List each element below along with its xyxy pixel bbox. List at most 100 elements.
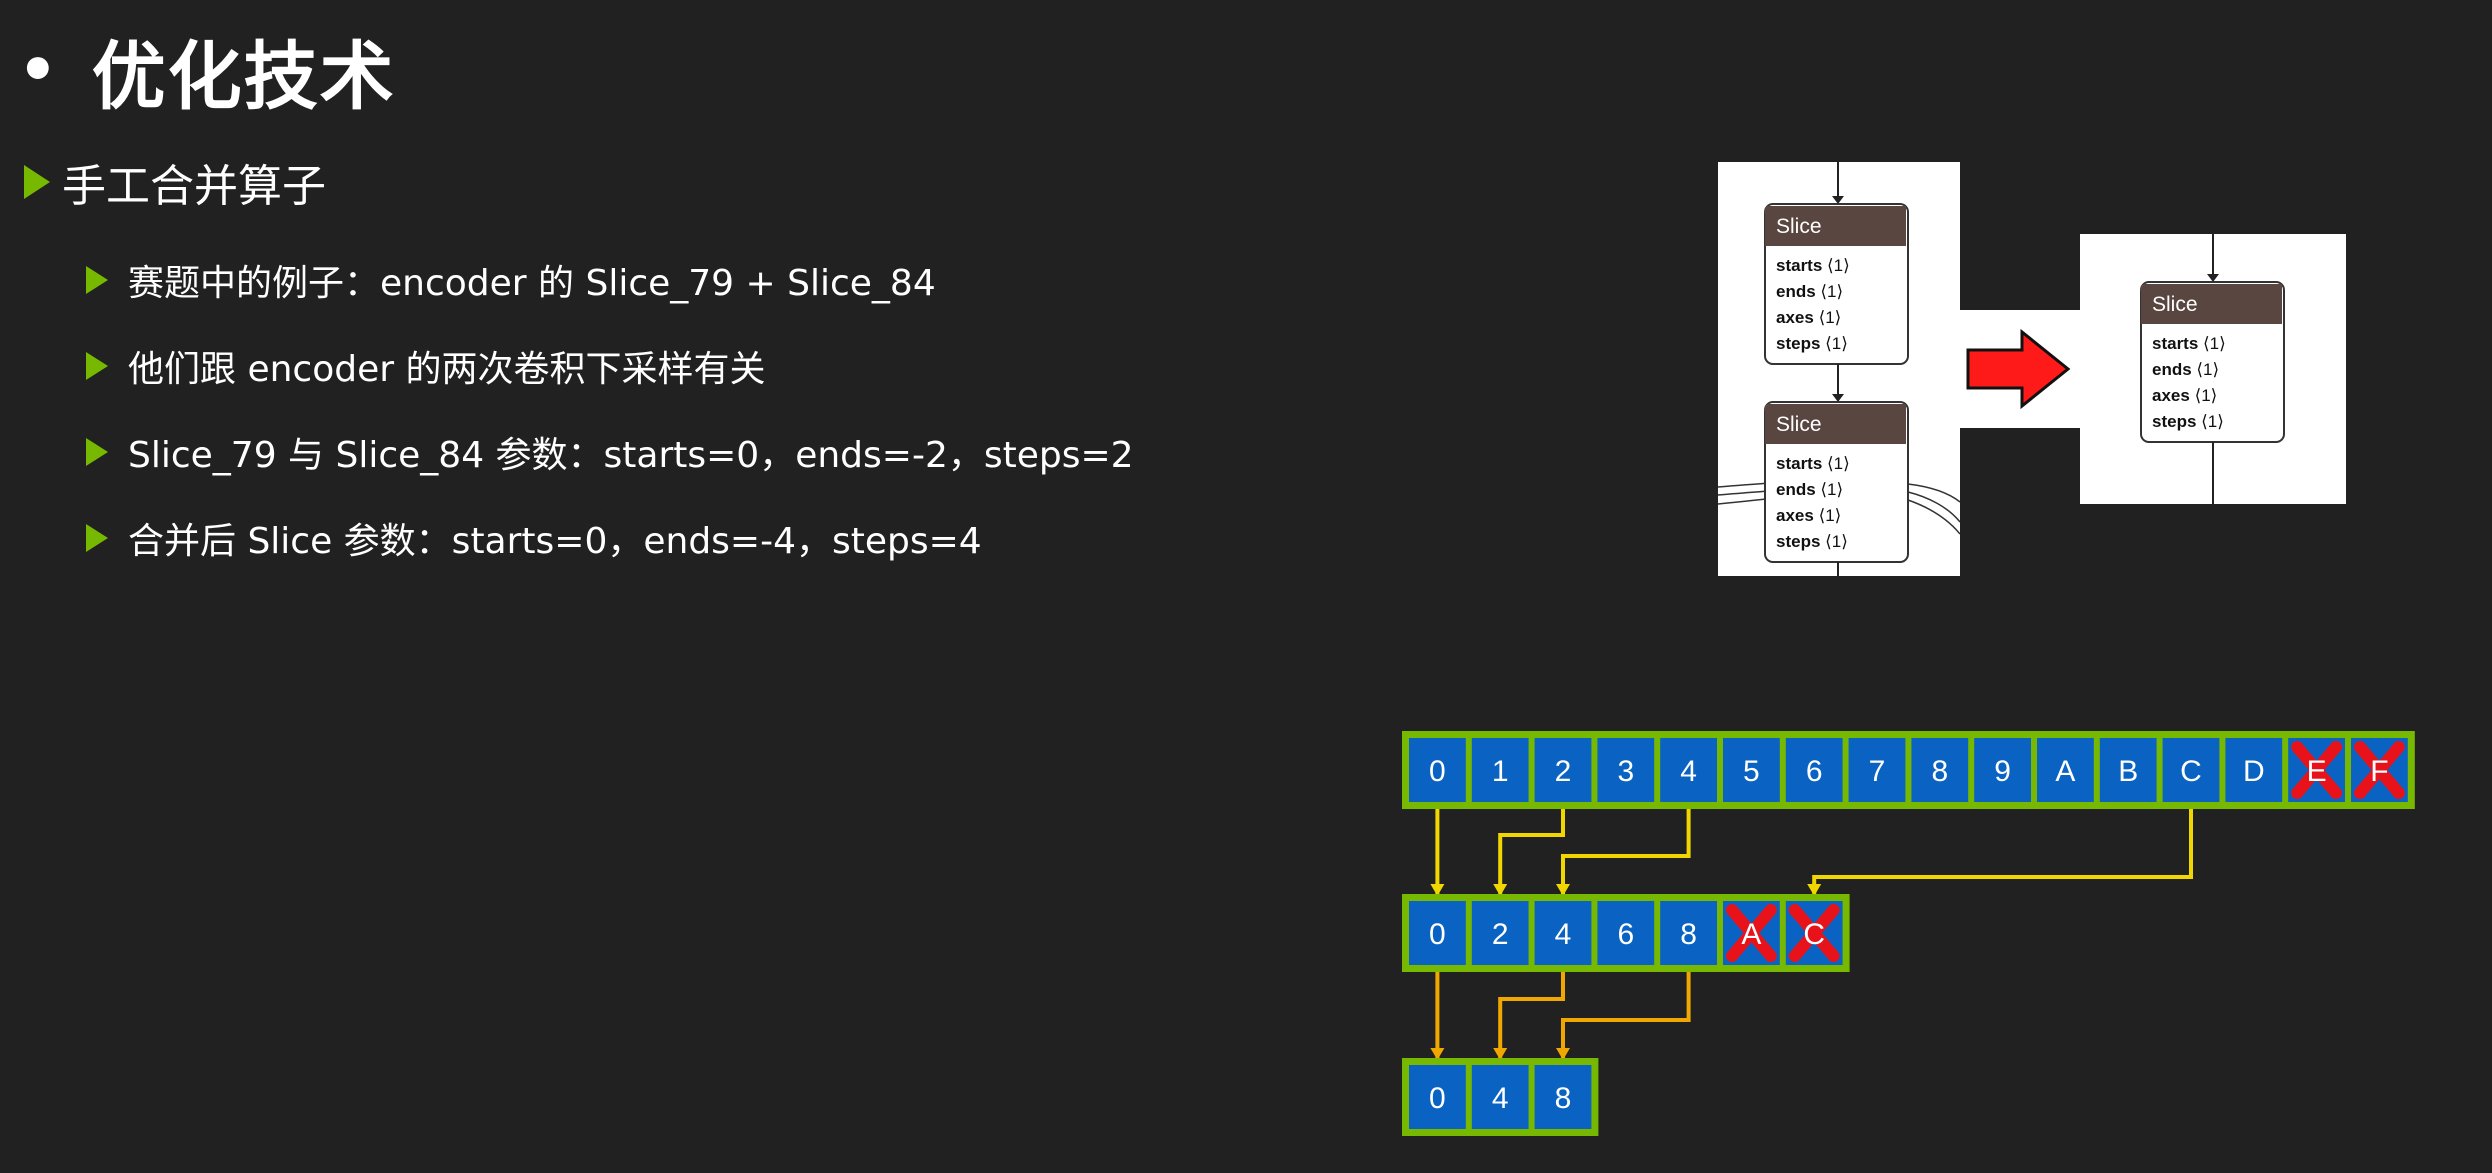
svg-text:ends ⟨1⟩: ends ⟨1⟩ (1776, 480, 1843, 499)
point-text: 他们跟 encoder 的两次卷积下采样有关 (128, 349, 766, 390)
array-cell (1597, 738, 1655, 802)
point-row: 合并后 Slice 参数：starts=0，ends=-4，steps=4 (86, 512, 982, 564)
array-cell (1409, 901, 1466, 965)
array-cell-label: 2 (1492, 918, 1509, 951)
array-cell (2162, 738, 2220, 802)
slice-node-title: Slice (1776, 413, 1822, 436)
array-cell-label: 0 (1429, 755, 1446, 788)
svg-text:ends ⟨1⟩: ends ⟨1⟩ (2152, 360, 2219, 379)
point-row: 他们跟 encoder 的两次卷积下采样有关 (86, 340, 765, 392)
arrow-bullet-icon (86, 524, 108, 552)
array-cell-label: C (1803, 918, 1825, 951)
arrowhead-icon (1556, 1048, 1570, 1060)
array-cell (2225, 738, 2283, 802)
array-cell (1409, 738, 1466, 802)
array-cell-label: 7 (1869, 755, 1886, 788)
array-cell (1911, 738, 1969, 802)
point-row: Slice_79 与 Slice_84 参数：starts=0，ends=-2，… (86, 426, 1134, 478)
svg-text:steps ⟨1⟩: steps ⟨1⟩ (1776, 532, 1848, 551)
array-cell-label: 3 (1617, 755, 1634, 788)
array-cell-label: A (2055, 755, 2075, 788)
array-cell-label: 1 (1492, 755, 1509, 788)
slice-node-1: Slice starts ⟨1⟩ ends ⟨1⟩ axes ⟨1⟩ steps… (1764, 203, 1909, 365)
arrowhead-icon (1807, 884, 1822, 896)
array-cell-label: 9 (1994, 755, 2011, 788)
array-cell-label: E (2307, 755, 2327, 788)
cross-icon (2291, 741, 2342, 799)
array-cell (2099, 738, 2157, 802)
svg-text:starts ⟨1⟩: starts ⟨1⟩ (1776, 454, 1850, 473)
array-cell (1409, 1065, 1466, 1129)
stride-arrow (1561, 972, 1691, 1060)
title-bullet: • (18, 33, 58, 106)
array-cell-label: 0 (1429, 918, 1446, 951)
array-cell-label: A (1741, 918, 1761, 951)
array-cell-label: 6 (1806, 755, 1823, 788)
svg-text:axes ⟨1⟩: axes ⟨1⟩ (1776, 308, 1841, 327)
array-cell (1660, 901, 1717, 965)
svg-text:ends ⟨1⟩: ends ⟨1⟩ (1776, 282, 1843, 301)
array-cell (1471, 1065, 1529, 1129)
array-cell-label: F (2370, 755, 2388, 788)
stride-arrow (1498, 809, 1565, 896)
array-cell-label: 8 (1555, 1082, 1572, 1115)
heading-row: 手工合并算子 (24, 150, 326, 214)
array-cell (1785, 738, 1843, 802)
array-cell-label: 5 (1743, 755, 1760, 788)
array-cell (1534, 738, 1592, 802)
stride-arrow (1498, 972, 1565, 1060)
cross-icon (1726, 904, 1777, 962)
slice-node-title: Slice (1776, 215, 1822, 238)
point-text: Slice_79 与 Slice_84 参数：starts=0，ends=-2，… (128, 435, 1134, 476)
array-cell (1597, 901, 1655, 965)
array-cell-label: 4 (1492, 1082, 1509, 1115)
arrow-bullet-icon (86, 438, 108, 466)
slide-title: 优化技术 (91, 33, 396, 120)
array-cell (1534, 1065, 1592, 1129)
point-row: 赛题中的例子：encoder 的 Slice_79 + Slice_84 (86, 254, 936, 306)
slice-node-title: Slice (2152, 293, 2198, 316)
array-cell-label: 4 (1680, 755, 1697, 788)
heading-text: 手工合并算子 (62, 161, 326, 212)
array-cell-label: C (2180, 755, 2202, 788)
array-cell-label: 4 (1555, 918, 1572, 951)
graph-before-panel: Slice starts ⟨1⟩ ends ⟨1⟩ axes ⟨1⟩ steps… (1718, 162, 1960, 576)
graph-after-panel: Slice starts ⟨1⟩ ends ⟨1⟩ axes ⟨1⟩ steps… (2080, 234, 2346, 504)
array-cell (2037, 738, 2094, 802)
slice-node-merged: Slice starts ⟨1⟩ ends ⟨1⟩ axes ⟨1⟩ steps… (2140, 281, 2285, 443)
title-row: • 优化技术 (18, 20, 396, 120)
stride-arrow (1812, 809, 2193, 896)
arrowhead-icon (1493, 884, 1508, 896)
arrowhead-icon (1556, 884, 1570, 896)
point-text: 赛题中的例子：encoder 的 Slice_79 + Slice_84 (128, 263, 936, 304)
array-cell-label: 6 (1617, 918, 1634, 951)
array-cell-label: 8 (1931, 755, 1948, 788)
arrowhead-icon (1493, 1048, 1508, 1060)
stride-arrow (1561, 809, 1691, 896)
cross-icon (1788, 904, 1840, 962)
array-cell (1848, 738, 1906, 802)
svg-text:axes ⟨1⟩: axes ⟨1⟩ (2152, 386, 2217, 405)
merge-arrow-icon (1966, 328, 2071, 410)
array-cell (1534, 901, 1592, 965)
array-cell (1974, 738, 2031, 802)
array-cell-label: D (2243, 755, 2265, 788)
svg-text:axes ⟨1⟩: axes ⟨1⟩ (1776, 506, 1841, 525)
array-cell-label: 0 (1429, 1082, 1446, 1115)
point-text: 合并后 Slice 参数：starts=0，ends=-4，steps=4 (128, 521, 982, 562)
array-cell (1471, 738, 1529, 802)
svg-text:steps ⟨1⟩: steps ⟨1⟩ (2152, 412, 2224, 431)
array-cell (1471, 901, 1529, 965)
arrowhead-icon (1430, 1048, 1445, 1060)
array-cell-label: B (2118, 755, 2138, 788)
arrow-bullet-icon (24, 165, 50, 199)
array-cell-label: 8 (1680, 918, 1697, 951)
arrowhead-icon (1430, 884, 1445, 896)
svg-text:starts ⟨1⟩: starts ⟨1⟩ (2152, 334, 2226, 353)
slice-node-2: Slice starts ⟨1⟩ ends ⟨1⟩ axes ⟨1⟩ steps… (1764, 401, 1909, 563)
array-cell-label: 2 (1555, 755, 1572, 788)
cross-icon (2354, 741, 2405, 799)
svg-text:steps ⟨1⟩: steps ⟨1⟩ (1776, 334, 1848, 353)
svg-text:starts ⟨1⟩: starts ⟨1⟩ (1776, 256, 1850, 275)
